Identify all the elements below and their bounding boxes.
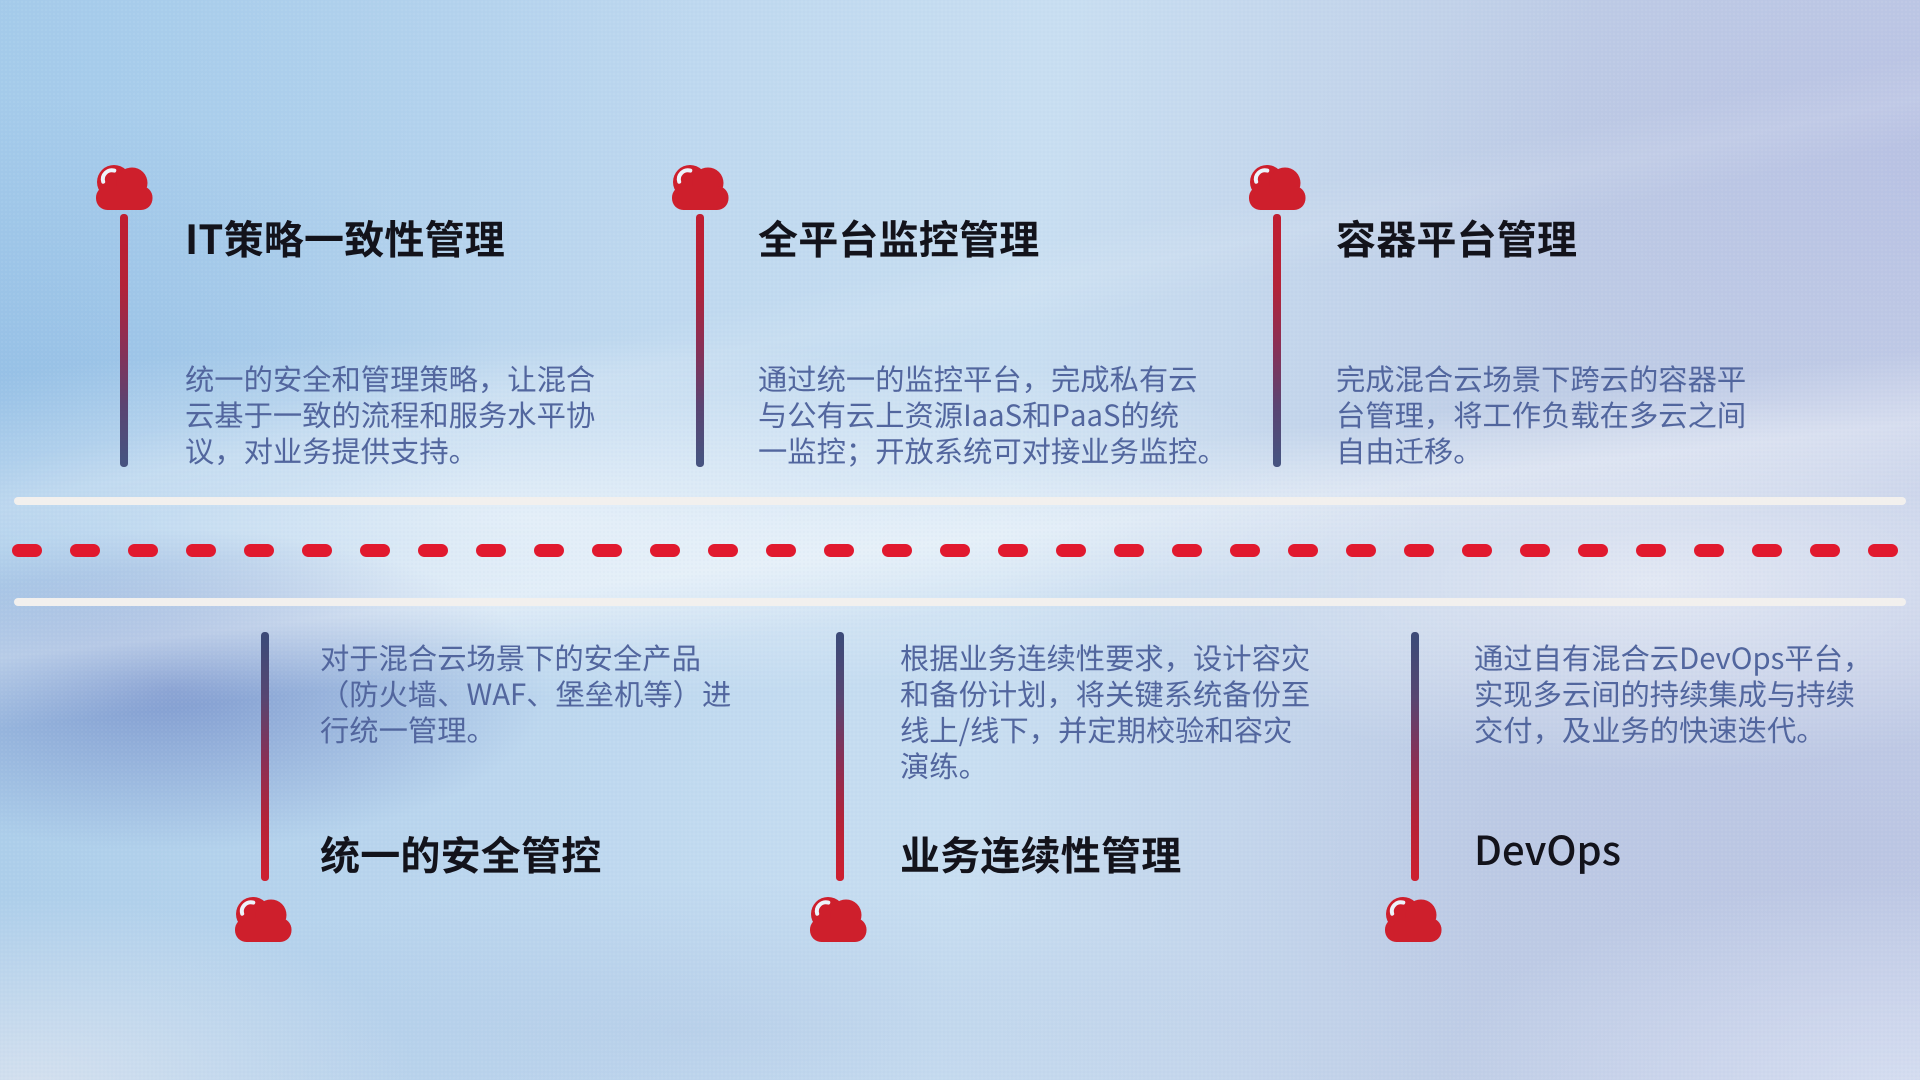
timeline-stem: [261, 632, 269, 881]
description-line: （防火墙、WAF、堡垒机等）进: [320, 672, 732, 714]
item-title: 全平台监控管理: [758, 208, 1040, 266]
cloud-icon: [1249, 165, 1306, 210]
description-line: 通过自有混合云DevOps平台，: [1474, 636, 1873, 678]
item-title: DevOps: [1474, 819, 1621, 877]
timeline-stem: [1273, 214, 1281, 467]
cloud-icon: [235, 897, 292, 942]
item-description: 通过统一的监控平台，完成私有云 与公有云上资源IaaS和PaaS的统 一监控；开…: [758, 360, 1227, 468]
description-line: 自由迁移。: [1336, 429, 1483, 471]
item-title: 统一的安全管控: [320, 824, 602, 882]
item-title: 容器平台管理: [1336, 208, 1578, 266]
description-line: 对于混合云场景下的安全产品: [320, 636, 701, 678]
item-description: 统一的安全和管理策略，让混合 云基于一致的流程和服务水平协 议，对业务提供支持。: [185, 360, 595, 468]
description-line: 与公有云上资源IaaS和PaaS的统: [758, 393, 1179, 435]
item-title: 业务连续性管理: [900, 824, 1182, 882]
description-line: 线上/线下，并定期校验和容灾: [900, 708, 1293, 750]
description-line: 一监控；开放系统可对接业务监控。: [758, 429, 1227, 471]
timeline-stem: [120, 214, 128, 467]
description-line: 行统一管理。: [320, 708, 496, 750]
description-line: 实现多云间的持续集成与持续: [1474, 672, 1855, 714]
item-description: 根据业务连续性要求，设计容灾 和备份计划，将关键系统备份至 线上/线下，并定期校…: [900, 639, 1310, 783]
item-description: 对于混合云场景下的安全产品 （防火墙、WAF、堡垒机等）进 行统一管理。: [320, 639, 731, 747]
description-line: 台管理，将工作负载在多云之间: [1336, 393, 1747, 435]
description-line: 演练。: [900, 744, 988, 786]
description-line: 云基于一致的流程和服务水平协: [185, 393, 596, 435]
description-line: 和备份计划，将关键系统备份至: [900, 672, 1311, 714]
timeline-stem: [696, 214, 704, 467]
item-title: IT策略一致性管理: [185, 208, 505, 266]
cloud-icon: [1385, 897, 1442, 942]
separator-band-bottom: [14, 598, 1906, 606]
description-line: 完成混合云场景下跨云的容器平: [1336, 357, 1747, 399]
description-line: 议，对业务提供支持。: [185, 429, 478, 471]
item-description: 通过自有混合云DevOps平台， 实现多云间的持续集成与持续 交付，及业务的快速…: [1474, 639, 1872, 747]
separator-dashed-line: [12, 544, 1920, 557]
item-description: 完成混合云场景下跨云的容器平 台管理，将工作负载在多云之间 自由迁移。: [1336, 360, 1746, 468]
description-line: 通过统一的监控平台，完成私有云: [758, 357, 1198, 399]
timeline-stem: [836, 632, 844, 881]
description-line: 交付，及业务的快速迭代。: [1474, 708, 1826, 750]
cloud-icon: [672, 165, 729, 210]
separator-band-top: [14, 497, 1906, 505]
cloud-icon: [810, 897, 867, 942]
cloud-icon: [96, 165, 153, 210]
description-line: 根据业务连续性要求，设计容灾: [900, 636, 1311, 678]
timeline-stem: [1411, 632, 1419, 881]
description-line: 统一的安全和管理策略，让混合: [185, 357, 596, 399]
